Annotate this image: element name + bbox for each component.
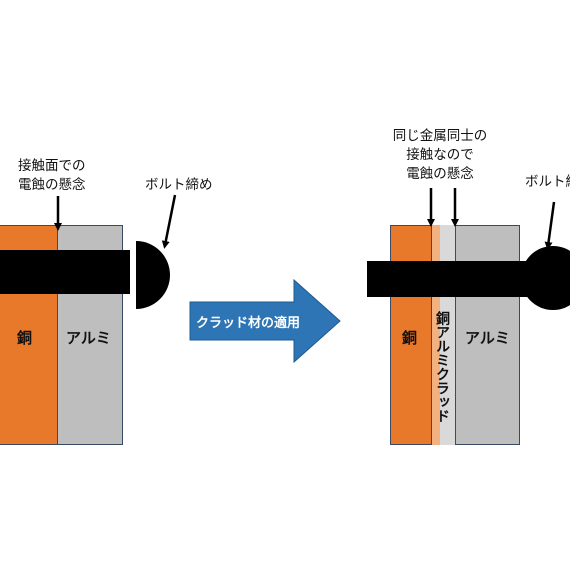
right-copper-label: 銅 [402,329,418,347]
left-bolt-note: ボルト締め [145,177,213,193]
right-same-metal-note: 同じ金属同士の 接触なので 電蝕の懸念 [392,128,488,182]
right-bolt-shaft [367,261,547,297]
left-contact-note: 接触面での 電蝕の懸念 [18,158,86,193]
arrow-label: クラッド材の適用 [196,316,301,331]
right-clad-label: 銅アルミクラッド [434,311,450,423]
left-aluminum-label: アルミ [66,329,111,347]
right-aluminum-label: アルミ [465,329,510,347]
left-bolt-pointer [161,194,177,249]
right-bolt-head [521,246,570,310]
left-copper-label: 銅 [17,329,33,347]
right-bolt-pointer [544,201,556,250]
left-bolt-shaft [0,250,130,294]
right-bolt-note: ボルト締 [525,174,570,190]
right-clad-copper-layer [432,225,440,445]
